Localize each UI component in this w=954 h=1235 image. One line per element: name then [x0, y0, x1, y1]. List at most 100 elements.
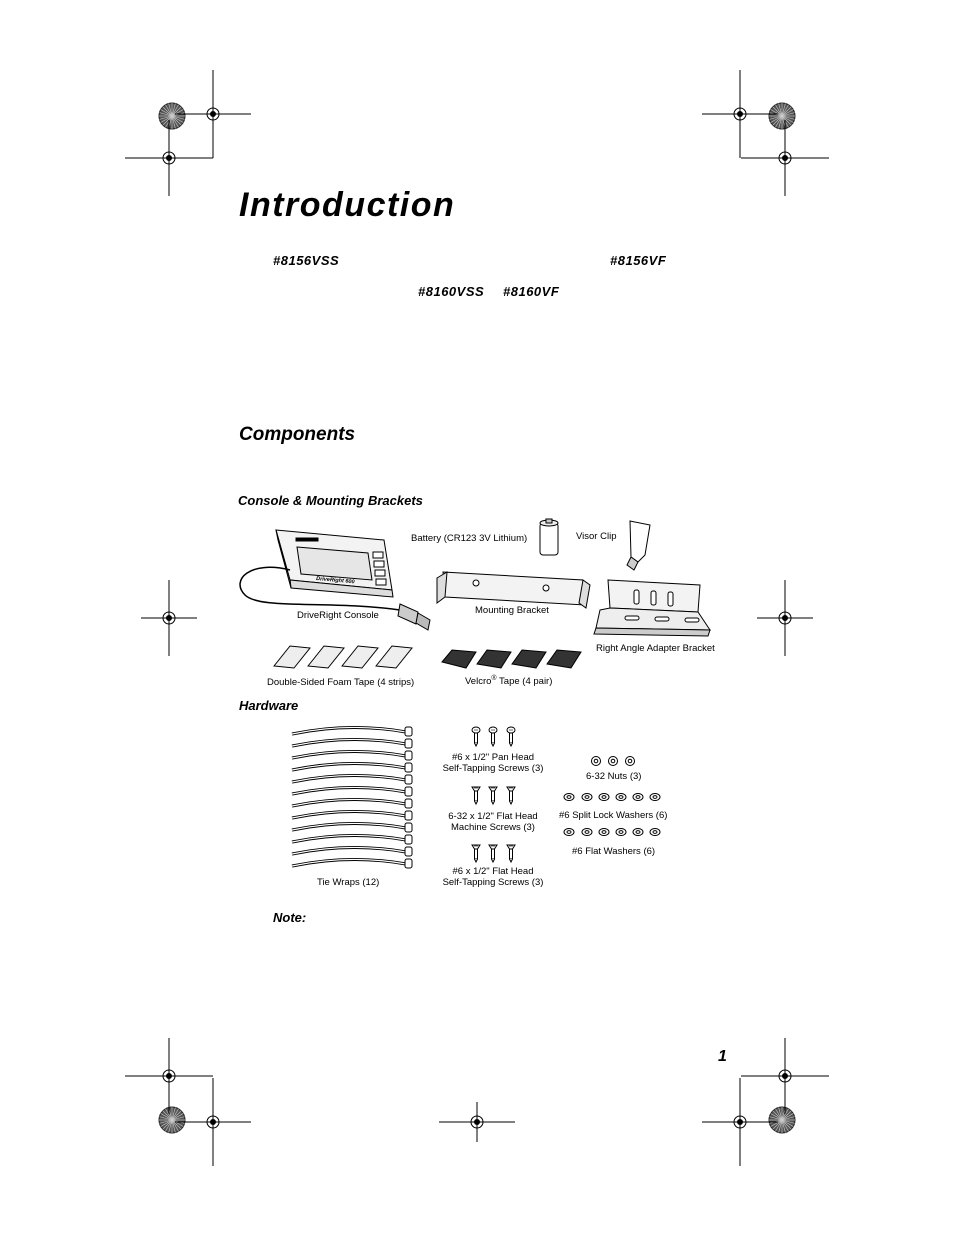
crop-mark: [702, 1078, 778, 1166]
screw: [471, 786, 481, 806]
velcro-label-rest: Tape (4 pair): [496, 676, 553, 688]
tie-wrap-highlight: [291, 786, 407, 795]
flat-tapping-caption-line1: #6 x 1/2" Flat Head: [452, 866, 534, 877]
registered-mark: ®: [491, 675, 497, 682]
tie-wrap-head: [404, 846, 413, 857]
tie-wrap-head: [404, 762, 413, 773]
tie-wrap-highlight: [291, 738, 407, 747]
registration-starburst: [768, 1106, 796, 1134]
visor-clip-caption: Visor Clip: [576, 531, 617, 542]
screw: [471, 844, 481, 864]
tie-wrap-highlight: [291, 750, 407, 759]
tie-wrap-highlight: [291, 858, 407, 867]
velcro-label: Velcro: [465, 676, 492, 688]
velcro-caption: Velcro® Tape (4 pair): [465, 675, 552, 687]
right-angle-bracket-image: [593, 579, 711, 637]
flat-washer-hole: [601, 830, 607, 834]
registration-starburst: [768, 102, 796, 130]
tie-wrap-highlight: [291, 726, 407, 735]
pan-head-caption: #6 x 1/2" Pan Head Self-Tapping Screws (…: [433, 752, 553, 774]
nuts-washers-image: [563, 756, 661, 836]
components-heading: Components: [239, 424, 356, 445]
tie-wrap-highlight: [291, 822, 407, 831]
screw: [506, 726, 516, 748]
crop-mark: [741, 120, 829, 196]
screw: [488, 726, 498, 748]
page-title: Introduction: [239, 186, 456, 224]
crop-mark: [757, 580, 813, 656]
tie-wrap-head: [404, 858, 413, 869]
registration-starburst: [158, 102, 186, 130]
driveright-console-image: [239, 529, 431, 631]
crop-mark: [175, 70, 251, 158]
crop-mark: [125, 120, 213, 196]
pan-head-caption-line1: #6 x 1/2" Pan Head: [451, 752, 535, 763]
tie-wrap-head: [404, 738, 413, 749]
tie-wrap-highlight: [291, 834, 407, 843]
flat-tapping-caption: #6 x 1/2" Flat Head Self-Tapping Screws …: [433, 866, 553, 888]
crop-mark: [741, 1038, 829, 1114]
nuts-caption: 6-32 Nuts (3): [586, 771, 642, 782]
tie-wrap-head: [404, 798, 413, 809]
foam-tape-caption: Double-Sided Foam Tape (4 strips): [267, 677, 415, 688]
screws-image: [471, 726, 516, 864]
screw: [471, 726, 481, 748]
console-brackets-heading: Console & Mounting Brackets: [238, 493, 423, 508]
model-8156vss: #8156VSS: [273, 253, 340, 268]
battery-image: [539, 518, 559, 556]
lock-washers-caption: #6 Split Lock Washers (6): [559, 810, 668, 821]
visor-clip-image: [626, 520, 651, 571]
tie-wrap-highlight: [291, 798, 407, 807]
nut-hole: [627, 758, 633, 764]
flat-washer-hole: [566, 830, 572, 834]
right-angle-bracket-caption: Right Angle Adapter Bracket: [596, 643, 715, 654]
flat-washer-hole: [635, 830, 641, 834]
tie-wraps-image: [291, 725, 413, 869]
pan-head-caption-line2: Self-Tapping Screws (3): [442, 763, 544, 774]
tie-wrap-head: [404, 834, 413, 845]
tie-wrap-head: [404, 810, 413, 821]
flat-washer-hole: [652, 830, 658, 834]
screw: [506, 844, 516, 864]
velcro-tape-image: [441, 649, 582, 669]
screw: [506, 786, 516, 806]
flat-washer-hole: [618, 830, 624, 834]
crop-mark: [702, 70, 778, 158]
lock-washer-hole: [566, 795, 572, 799]
model-8156vf: #8156VF: [610, 253, 667, 268]
crop-mark: [439, 1102, 515, 1142]
battery-caption: Battery (CR123 3V Lithium): [411, 533, 528, 544]
tie-wrap-head: [404, 726, 413, 737]
lock-washer-hole: [618, 795, 624, 799]
console-brand-label: DriveRight 600: [316, 576, 355, 585]
model-8160vss: #8160VSS: [418, 284, 485, 299]
machine-screws-caption: 6-32 x 1/2" Flat Head Machine Screws (3): [433, 811, 553, 833]
console-caption: DriveRight Console: [297, 610, 379, 621]
lock-washer-hole: [584, 795, 590, 799]
note-label: Note:: [273, 910, 307, 925]
crop-mark: [125, 1038, 213, 1114]
registration-starburst: [158, 1106, 186, 1134]
flat-washer-hole: [584, 830, 590, 834]
flat-washers-caption: #6 Flat Washers (6): [572, 846, 656, 857]
nut-hole: [610, 758, 616, 764]
flat-tapping-caption-line2: Self-Tapping Screws (3): [442, 877, 544, 888]
tie-wrap-highlight: [291, 774, 407, 783]
model-8160vf: #8160VF: [503, 284, 560, 299]
page-number: 1: [718, 1048, 727, 1065]
tie-wrap-head: [404, 750, 413, 761]
screw: [488, 844, 498, 864]
tie-wraps-caption: Tie Wraps (12): [317, 877, 380, 888]
machine-screws-caption-line2: Machine Screws (3): [451, 822, 535, 833]
mounting-bracket-caption: Mounting Bracket: [475, 605, 549, 616]
crop-mark: [175, 1078, 251, 1166]
nut-hole: [593, 758, 599, 764]
screw: [488, 786, 498, 806]
crop-mark: [141, 580, 197, 656]
lock-washer-hole: [635, 795, 641, 799]
tie-wrap-head: [404, 786, 413, 797]
lock-washer-hole: [601, 795, 607, 799]
tie-wrap-highlight: [291, 810, 407, 819]
tie-wrap-head: [404, 822, 413, 833]
